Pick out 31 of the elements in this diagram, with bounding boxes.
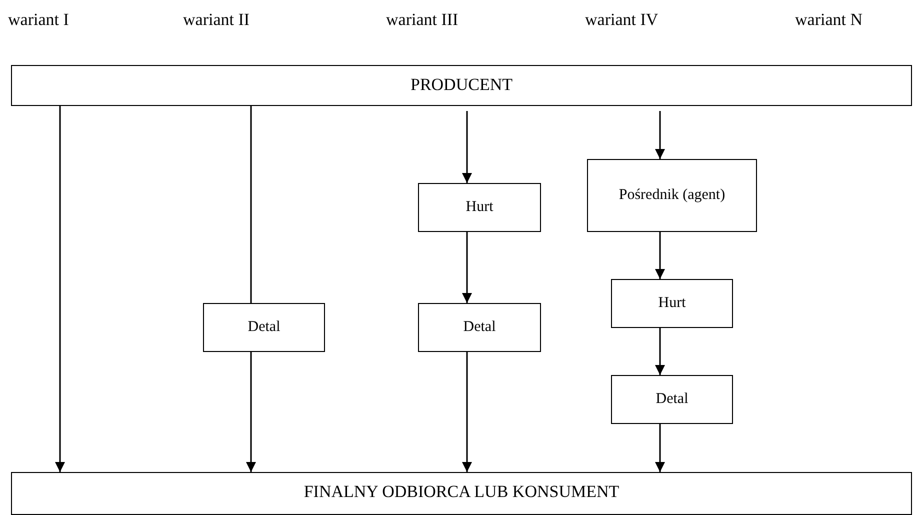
variant-label: wariant I xyxy=(8,10,69,30)
variant-label: wariant N xyxy=(795,10,863,30)
box-label: Pośrednik (agent) xyxy=(618,186,726,205)
process-box xyxy=(203,303,325,352)
variant-label: wariant IV xyxy=(585,10,658,30)
arrow xyxy=(246,352,256,472)
process-box xyxy=(418,303,541,352)
variant-label: wariant II xyxy=(183,10,250,30)
process-box xyxy=(11,472,912,515)
arrow xyxy=(655,424,665,472)
process-box xyxy=(11,65,912,106)
variant-label: wariant III xyxy=(386,10,458,30)
process-box xyxy=(611,375,733,424)
arrow xyxy=(462,111,472,183)
box-label: Hurt xyxy=(466,198,494,217)
process-box xyxy=(611,279,733,328)
box-label: Hurt xyxy=(658,294,686,313)
box-label: PRODUCENT xyxy=(410,74,512,96)
arrow xyxy=(55,106,65,472)
process-box xyxy=(587,159,757,232)
box-label: Detal xyxy=(463,318,496,337)
arrow xyxy=(655,328,665,375)
box-label: Detal xyxy=(248,318,280,337)
arrow xyxy=(462,352,472,472)
arrow xyxy=(655,111,665,159)
arrow xyxy=(655,232,665,279)
arrow xyxy=(462,232,472,303)
box-label: Detal xyxy=(656,390,688,409)
box-label: FINALNY ODBIORCA LUB KONSUMENT xyxy=(304,481,620,503)
connector-line xyxy=(250,106,252,303)
process-box xyxy=(418,183,541,232)
